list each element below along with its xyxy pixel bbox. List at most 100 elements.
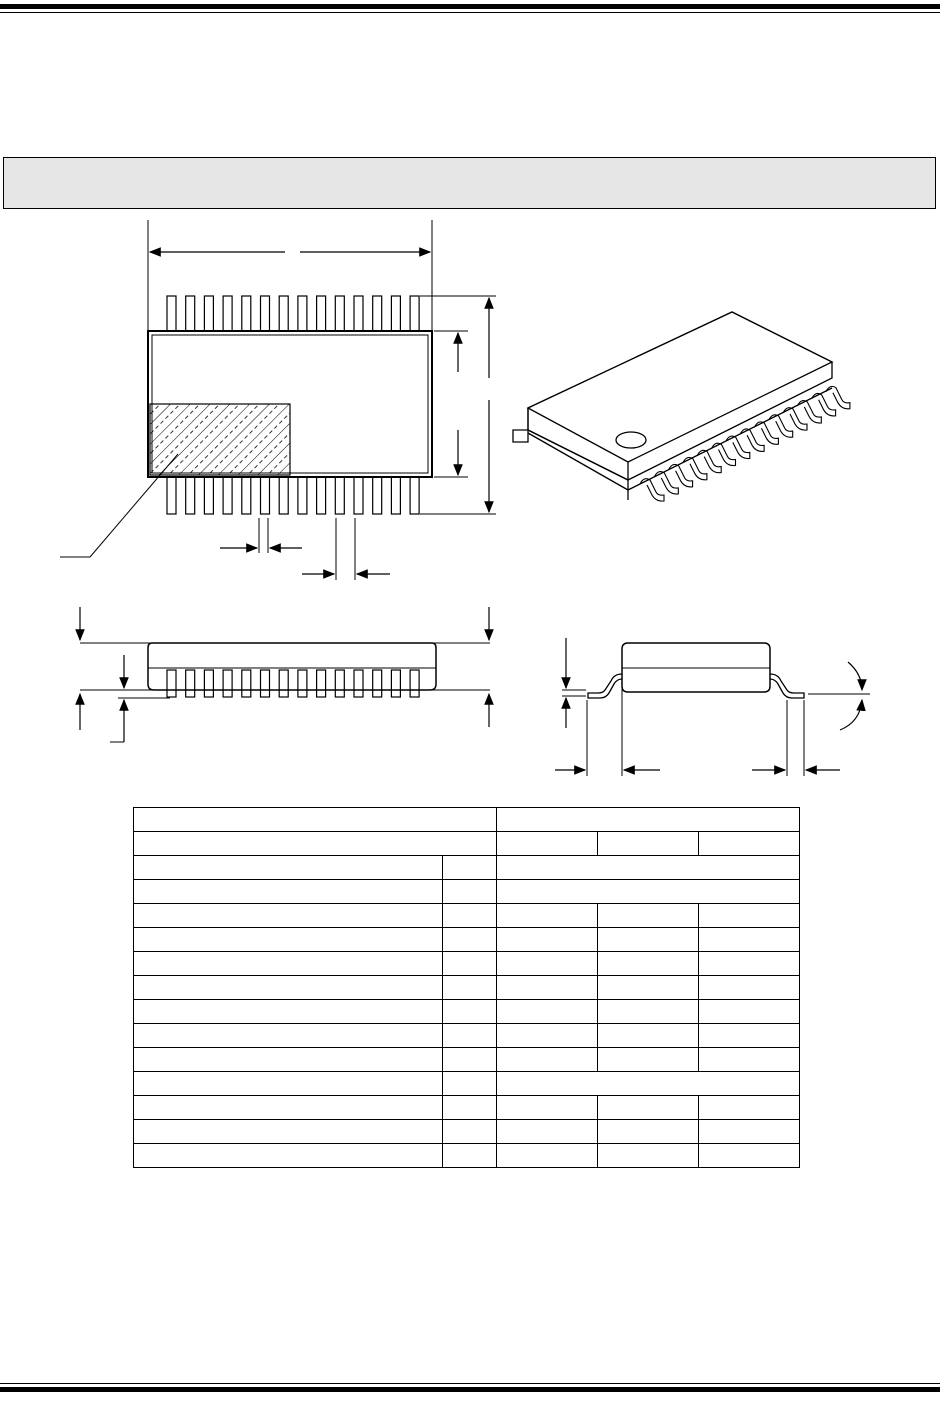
lead-top (278, 295, 289, 332)
table-cell (133, 831, 497, 856)
table-cell (496, 1071, 800, 1096)
lead-iso (682, 456, 708, 481)
table-row (133, 1023, 800, 1048)
lead-iso (639, 478, 665, 502)
table-cell (496, 927, 598, 952)
table-cell (597, 1047, 699, 1072)
table-cell (597, 1095, 699, 1120)
table-cell (597, 999, 699, 1024)
table-cell (496, 999, 598, 1024)
table-cell (698, 1023, 800, 1048)
lead-bottom (185, 476, 196, 515)
lead-bottom (297, 476, 308, 515)
lead-side (185, 669, 196, 698)
lead-iso (711, 442, 737, 467)
table-cell (597, 951, 699, 976)
header-rule-thin (0, 12, 940, 13)
table-row (133, 903, 800, 928)
lead-side (241, 669, 252, 698)
table-row (133, 999, 800, 1024)
table-cell (442, 879, 497, 904)
lead-top (222, 295, 233, 332)
dimensions-table (133, 807, 800, 1168)
table-cell (442, 975, 497, 1000)
lead-top (353, 295, 364, 332)
lead-top (259, 295, 271, 332)
lead-bottom (390, 476, 401, 515)
table-cell (133, 1119, 443, 1144)
lead-top (185, 295, 196, 332)
lead-top (372, 295, 383, 332)
lead-top (297, 295, 308, 332)
table-cell (698, 831, 800, 856)
lead-side (259, 669, 271, 698)
table-cell (442, 855, 497, 880)
table-cell (442, 1119, 497, 1144)
table-cell (597, 1143, 699, 1168)
table-row (133, 1071, 800, 1096)
package-top-view (60, 220, 496, 580)
table-cell (698, 951, 800, 976)
table-cell (442, 927, 497, 952)
footer-rule-thick (0, 1387, 940, 1392)
table-cell (442, 1095, 497, 1120)
table-row (133, 1143, 800, 1168)
table-cell (597, 927, 699, 952)
lead-top (334, 295, 345, 332)
lead-side (353, 669, 364, 698)
lead-iso (796, 400, 822, 424)
lead-bottom (166, 476, 177, 515)
table-cell (597, 903, 699, 928)
table-row (133, 1047, 800, 1072)
table-row (133, 1119, 800, 1144)
table-cell (496, 903, 598, 928)
table-cell (698, 1095, 800, 1120)
table-cell (133, 975, 443, 1000)
lead-side (222, 669, 233, 698)
lead-bottom (316, 476, 327, 515)
table-cell (496, 831, 598, 856)
table-row (133, 831, 800, 856)
table-cell (133, 951, 443, 976)
table-cell (496, 951, 598, 976)
table-cell (442, 999, 497, 1024)
table-cell (133, 879, 443, 904)
lead-bottom (241, 476, 252, 515)
lead-iso (696, 449, 722, 474)
table-cell (597, 1119, 699, 1144)
table-cell (133, 903, 443, 928)
table-cell (496, 1023, 598, 1048)
table-row (133, 1095, 800, 1120)
footer-rule-thin (0, 1383, 940, 1384)
table-cell (698, 1119, 800, 1144)
table-cell (698, 999, 800, 1024)
table-row (133, 975, 800, 1000)
lead-side (316, 669, 327, 698)
table-row (133, 807, 800, 832)
lead-iso (825, 385, 851, 410)
lead-bottom (222, 476, 233, 515)
lead-side (409, 669, 420, 698)
lead-bottom (334, 476, 345, 515)
lead-bottom (409, 476, 420, 515)
lead-top (203, 295, 214, 332)
lead-side (334, 669, 345, 698)
lead-top (409, 295, 420, 332)
lead-side (297, 669, 308, 698)
table-cell (698, 1047, 800, 1072)
lead-iso (753, 421, 779, 445)
lead-top (241, 295, 252, 332)
table-row (133, 927, 800, 952)
lead-side (390, 669, 401, 698)
table-cell (133, 1023, 443, 1048)
lead-top (316, 295, 327, 332)
lead-side (166, 669, 177, 698)
lead-bottom (203, 476, 214, 515)
package-isometric-view (512, 311, 851, 502)
table-cell (442, 1071, 497, 1096)
table-cell (442, 1143, 497, 1168)
table-cell (597, 831, 699, 856)
pin-1-index-area (149, 403, 291, 476)
lead-iso (653, 471, 679, 495)
table-cell (698, 1143, 800, 1168)
